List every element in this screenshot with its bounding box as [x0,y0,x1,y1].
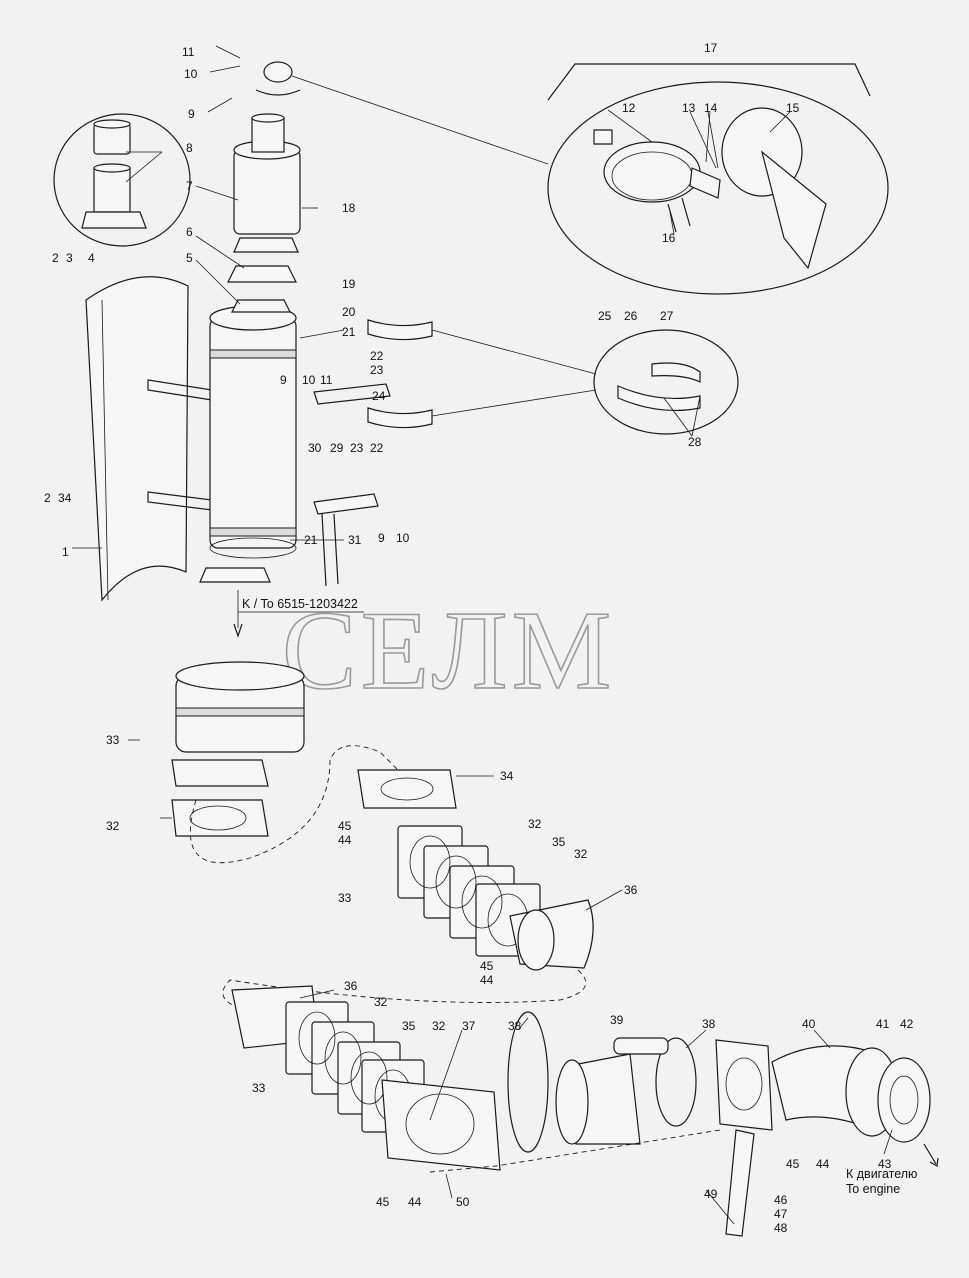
resonator-7 [233,61,301,253]
callout-35-a: 35 [552,835,566,849]
callout-33-b: 33 [338,891,352,905]
callout-14: 14 [704,101,718,115]
callout-25: 25 [598,309,612,323]
callout-49: 49 [704,1187,718,1201]
callout-22-mid: 22 [370,441,384,455]
callout-15: 15 [786,101,800,115]
callout-10-low: 10 [396,531,410,545]
callout-23-top: 23 [370,363,384,377]
detail-view-17 [547,63,889,295]
callout-32-c: 32 [574,847,588,861]
callout-40: 40 [802,1017,816,1031]
bracket-31 [313,493,379,587]
callout-36-a: 36 [624,883,638,897]
callout-41: 41 [876,1017,890,1031]
callout-labels: 1 2 3 4 2 34 5 6 7 8 9 9 9 10 10 10 11 1… [44,41,914,1235]
callout-24: 24 [372,389,386,403]
leader-lines [72,45,893,1225]
callout-22-top: 22 [370,349,384,363]
callout-31: 31 [348,533,362,547]
callout-12: 12 [622,101,636,115]
callout-9-top: 9 [188,107,195,121]
callout-11-mid: 11 [320,373,333,387]
ref-arrow [233,590,364,638]
callout-9-low: 9 [378,531,385,545]
callout-3-4-lower: 34 [58,491,72,505]
callout-36-b: 36 [344,979,358,993]
callout-10-mid: 10 [302,373,316,387]
callout-34: 34 [500,769,514,783]
callout-13: 13 [682,101,696,115]
callout-45-a: 45 [338,819,352,833]
callout-11-top: 11 [182,45,195,59]
callout-32-b: 32 [528,817,542,831]
callout-1: 1 [62,545,69,559]
callout-39: 39 [610,1013,624,1027]
flange-stack-bottom [231,985,501,1171]
callout-21-low: 21 [304,533,318,547]
callout-9-mid: 9 [280,373,287,387]
flow-path-1 [189,745,405,864]
rings-valve-pipe [507,1011,939,1237]
callout-43: 43 [878,1157,892,1171]
callout-32-e: 32 [432,1019,446,1033]
casing-shell-1 [85,276,213,602]
silencer-body-5 [199,265,297,583]
to-engine-ru: К двигателю [846,1167,917,1181]
callout-38-a: 38 [508,1019,522,1033]
ref-note: K / To 6515-1203422 [242,597,358,611]
callout-17: 17 [704,41,718,55]
flow-path-2 [222,969,587,1011]
callout-47: 47 [774,1207,788,1221]
callout-3: 3 [66,251,73,265]
callout-19: 19 [342,277,356,291]
callout-6: 6 [186,225,193,239]
callout-45-b: 45 [480,959,494,973]
detail-17-leader [291,75,549,165]
callout-28: 28 [688,435,702,449]
callout-10-top: 10 [184,67,198,81]
flange-stack-middle [357,769,594,971]
callout-46: 46 [774,1193,788,1207]
callout-23-mid: 23 [350,441,364,455]
callout-8: 8 [186,141,193,155]
callout-37: 37 [462,1019,476,1033]
detail-view-8 [53,113,191,247]
lower-silencer-view [171,661,305,837]
callout-30: 30 [308,441,322,455]
flow-path-3 [429,1129,721,1173]
callout-48: 48 [774,1221,788,1235]
callout-18: 18 [342,201,356,215]
callout-27: 27 [660,309,674,323]
callout-21-top: 21 [342,325,356,339]
callout-2: 2 [52,251,59,265]
callout-7: 7 [186,179,193,193]
callout-38-b: 38 [702,1017,716,1031]
callout-45-c: 45 [376,1195,390,1209]
callout-44-b: 44 [480,973,494,987]
callout-44-a: 44 [338,833,352,847]
straps-and-detail-28 [313,319,739,435]
callout-44-c: 44 [408,1195,422,1209]
callout-50: 50 [456,1195,470,1209]
callout-5: 5 [186,251,193,265]
callout-16: 16 [662,231,676,245]
callout-29: 29 [330,441,344,455]
to-engine-en: To engine [846,1182,900,1196]
callout-20: 20 [342,305,356,319]
watermark: СЕЛМ [282,589,615,713]
callout-33-a: 33 [106,733,120,747]
callout-26: 26 [624,309,638,323]
callout-45-d: 45 [786,1157,800,1171]
callout-32-a: 32 [106,819,120,833]
callout-2-lower: 2 [44,491,51,505]
callout-33-c: 33 [252,1081,266,1095]
callout-35-b: 35 [402,1019,416,1033]
callout-4: 4 [88,251,95,265]
callout-32-d: 32 [374,995,388,1009]
callout-44-d: 44 [816,1157,830,1171]
callout-42: 42 [900,1017,914,1031]
